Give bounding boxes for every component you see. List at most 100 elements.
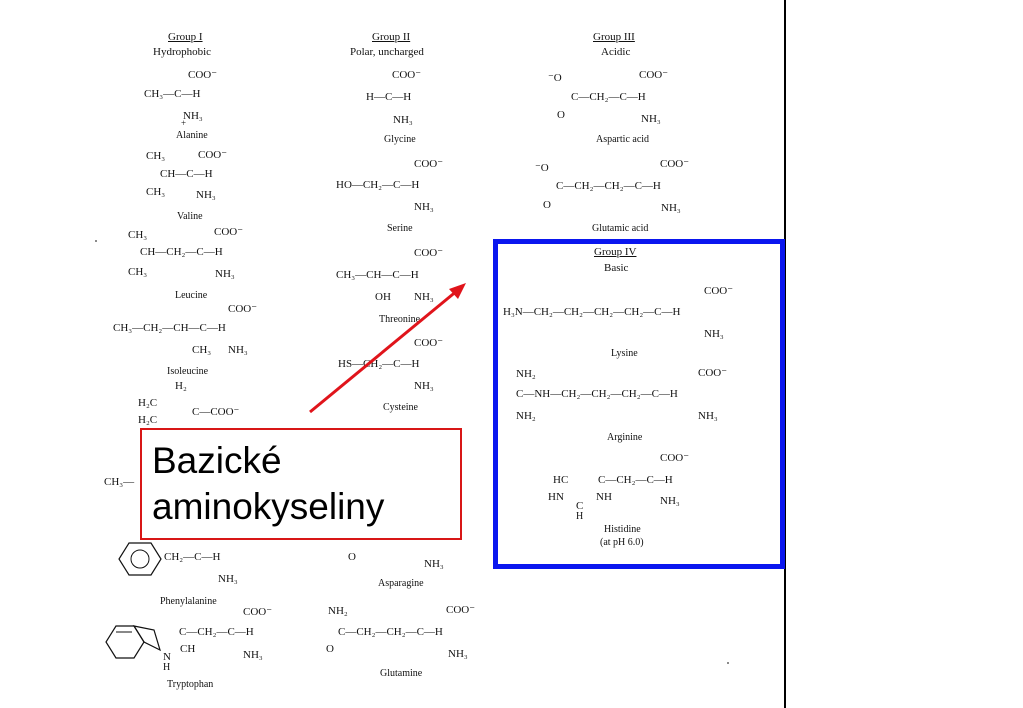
tryptophan-chain: C—CH₂—C—H: [179, 626, 254, 638]
glutamic-name: Glutamic acid: [592, 223, 649, 234]
leucine-chain: CH—CH₂—C—H: [140, 246, 223, 258]
group4-title: Group IV: [594, 246, 637, 258]
arginine-name: Arginine: [607, 432, 643, 443]
arginine-nh2-top: NH₂: [516, 368, 536, 380]
histidine-name: Histidine: [604, 524, 641, 535]
alanine-coo: COO⁻: [188, 69, 218, 81]
basic-group-highlight-box: [493, 239, 785, 569]
serine-nh3: NH₃: [414, 201, 434, 213]
glycine-chain: H—C—H: [366, 91, 412, 103]
histidine-nh3: NH₃: [660, 495, 680, 507]
lysine-nh3: NH₃: [704, 328, 724, 340]
glutamic-o: O: [543, 199, 551, 211]
alanine-plus: +: [181, 118, 187, 128]
aspartic-name: Aspartic acid: [596, 134, 650, 145]
tryptophan-ch: CH: [180, 643, 196, 655]
proline-h2c: H₂C: [138, 397, 158, 409]
group3-subtitle: Acidic: [601, 46, 631, 58]
group2-subtitle: Polar, uncharged: [350, 46, 424, 58]
cysteine-coo: COO⁻: [414, 337, 444, 349]
tryptophan-nh3: NH₃: [243, 649, 263, 661]
group2-title: Group II: [372, 31, 411, 43]
serine-coo: COO⁻: [414, 158, 444, 170]
glutamine-name: Glutamine: [380, 668, 423, 679]
callout-line2: aminokyseliny: [152, 486, 385, 527]
leucine-ch3-bottom: CH₃: [128, 266, 148, 278]
glycine-name: Glycine: [384, 134, 416, 145]
aspartic-nh3: NH₃: [641, 113, 661, 125]
group1-title: Group I: [168, 31, 203, 43]
arginine-coo: COO⁻: [698, 367, 728, 379]
callout-text: Bazické aminokyseliny: [152, 438, 384, 530]
valine-ch3-top: CH₃: [146, 150, 166, 162]
arrow-head-icon: [449, 283, 466, 299]
glutamine-coo: COO⁻: [446, 604, 476, 616]
threonine-nh3: NH₃: [414, 291, 434, 303]
callout-arrow-line: [309, 288, 459, 414]
glutamic-nh3: NH₃: [661, 202, 681, 214]
valine-nh3: NH₃: [196, 189, 216, 201]
threonine-coo: COO⁻: [414, 247, 444, 259]
phenylalanine-name: Phenylalanine: [160, 596, 217, 607]
tryptophan-h: H: [163, 662, 171, 673]
group1-subtitle: Hydrophobic: [153, 46, 212, 58]
leucine-nh3: NH₃: [215, 268, 235, 280]
arginine-chain: C—NH—CH₂—CH₂—CH₂—C—H: [516, 388, 678, 400]
speck: [727, 662, 729, 664]
alanine-name: Alanine: [176, 130, 208, 141]
cysteine-name: Cysteine: [383, 402, 418, 413]
histidine-ph: (at pH 6.0): [600, 537, 644, 548]
glutamine-chain: C—CH₂—CH₂—C—H: [338, 626, 443, 638]
methionine-fragment: CH₃—: [104, 476, 135, 488]
proline-h2: H₂: [175, 380, 187, 392]
isoleucine-nh3: NH₃: [228, 344, 248, 356]
serine-chain: HO—CH₂—C—H: [336, 179, 420, 191]
glutamine-o: O: [326, 643, 334, 655]
valine-chain: CH—C—H: [160, 168, 213, 180]
leucine-name: Leucine: [175, 290, 208, 301]
glycine-coo: COO⁻: [392, 69, 422, 81]
histidine-hn: HN: [548, 491, 564, 503]
threonine-oh: OH: [375, 291, 391, 303]
valine-coo: COO⁻: [198, 149, 228, 161]
group3-title: Group III: [593, 31, 635, 43]
isoleucine-name: Isoleucine: [167, 366, 209, 377]
cysteine-chain: HS—CH₂—C—H: [338, 358, 420, 370]
asparagine-nh3: NH₃: [424, 558, 444, 570]
alanine-nh3: NH₃: [183, 110, 203, 122]
histidine-chain: C—CH₂—C—H: [598, 474, 673, 486]
isoleucine-chain: CH₃—CH₂—CH—C—H: [113, 322, 226, 334]
histidine-h: H: [576, 511, 584, 522]
asparagine-name: Asparagine: [378, 578, 424, 589]
histidine-c: C: [576, 500, 584, 512]
histidine-coo: COO⁻: [660, 452, 690, 464]
serine-name: Serine: [387, 223, 413, 234]
threonine-chain: CH₃—CH—C—H: [336, 269, 419, 281]
glutamic-coo: COO⁻: [660, 158, 690, 170]
benzene-ring-icon: [118, 542, 162, 576]
aspartic-chain: C—CH₂—C—H: [571, 91, 646, 103]
isoleucine-coo: COO⁻: [228, 303, 258, 315]
leucine-coo: COO⁻: [214, 226, 244, 238]
glycine-nh3: NH₃: [393, 114, 413, 126]
tryptophan-n: N: [163, 651, 171, 663]
glutamic-chain: C—CH₂—CH₂—C—H: [556, 180, 661, 192]
tryptophan-coo: COO⁻: [243, 606, 273, 618]
aspartic-coo: COO⁻: [639, 69, 669, 81]
asparagine-o: O: [348, 551, 356, 563]
page-divider: [784, 0, 786, 708]
cysteine-nh3: NH₃: [414, 380, 434, 392]
aspartic-o: O: [557, 109, 565, 121]
glutamic-o-minus: ⁻O: [535, 162, 549, 174]
indole-ring-icon: [105, 625, 161, 659]
isoleucine-ch3: CH₃: [192, 344, 212, 356]
lysine-name: Lysine: [611, 348, 638, 359]
valine-name: Valine: [177, 211, 203, 222]
leucine-ch3-top: CH₃: [128, 229, 148, 241]
phenylalanine-nh3: NH₃: [218, 573, 238, 585]
group4-subtitle: Basic: [604, 262, 629, 274]
alanine-chain: CH₃—C—H: [144, 88, 201, 100]
arginine-nh3: NH₃: [698, 410, 718, 422]
callout-line1: Bazické: [152, 440, 282, 481]
